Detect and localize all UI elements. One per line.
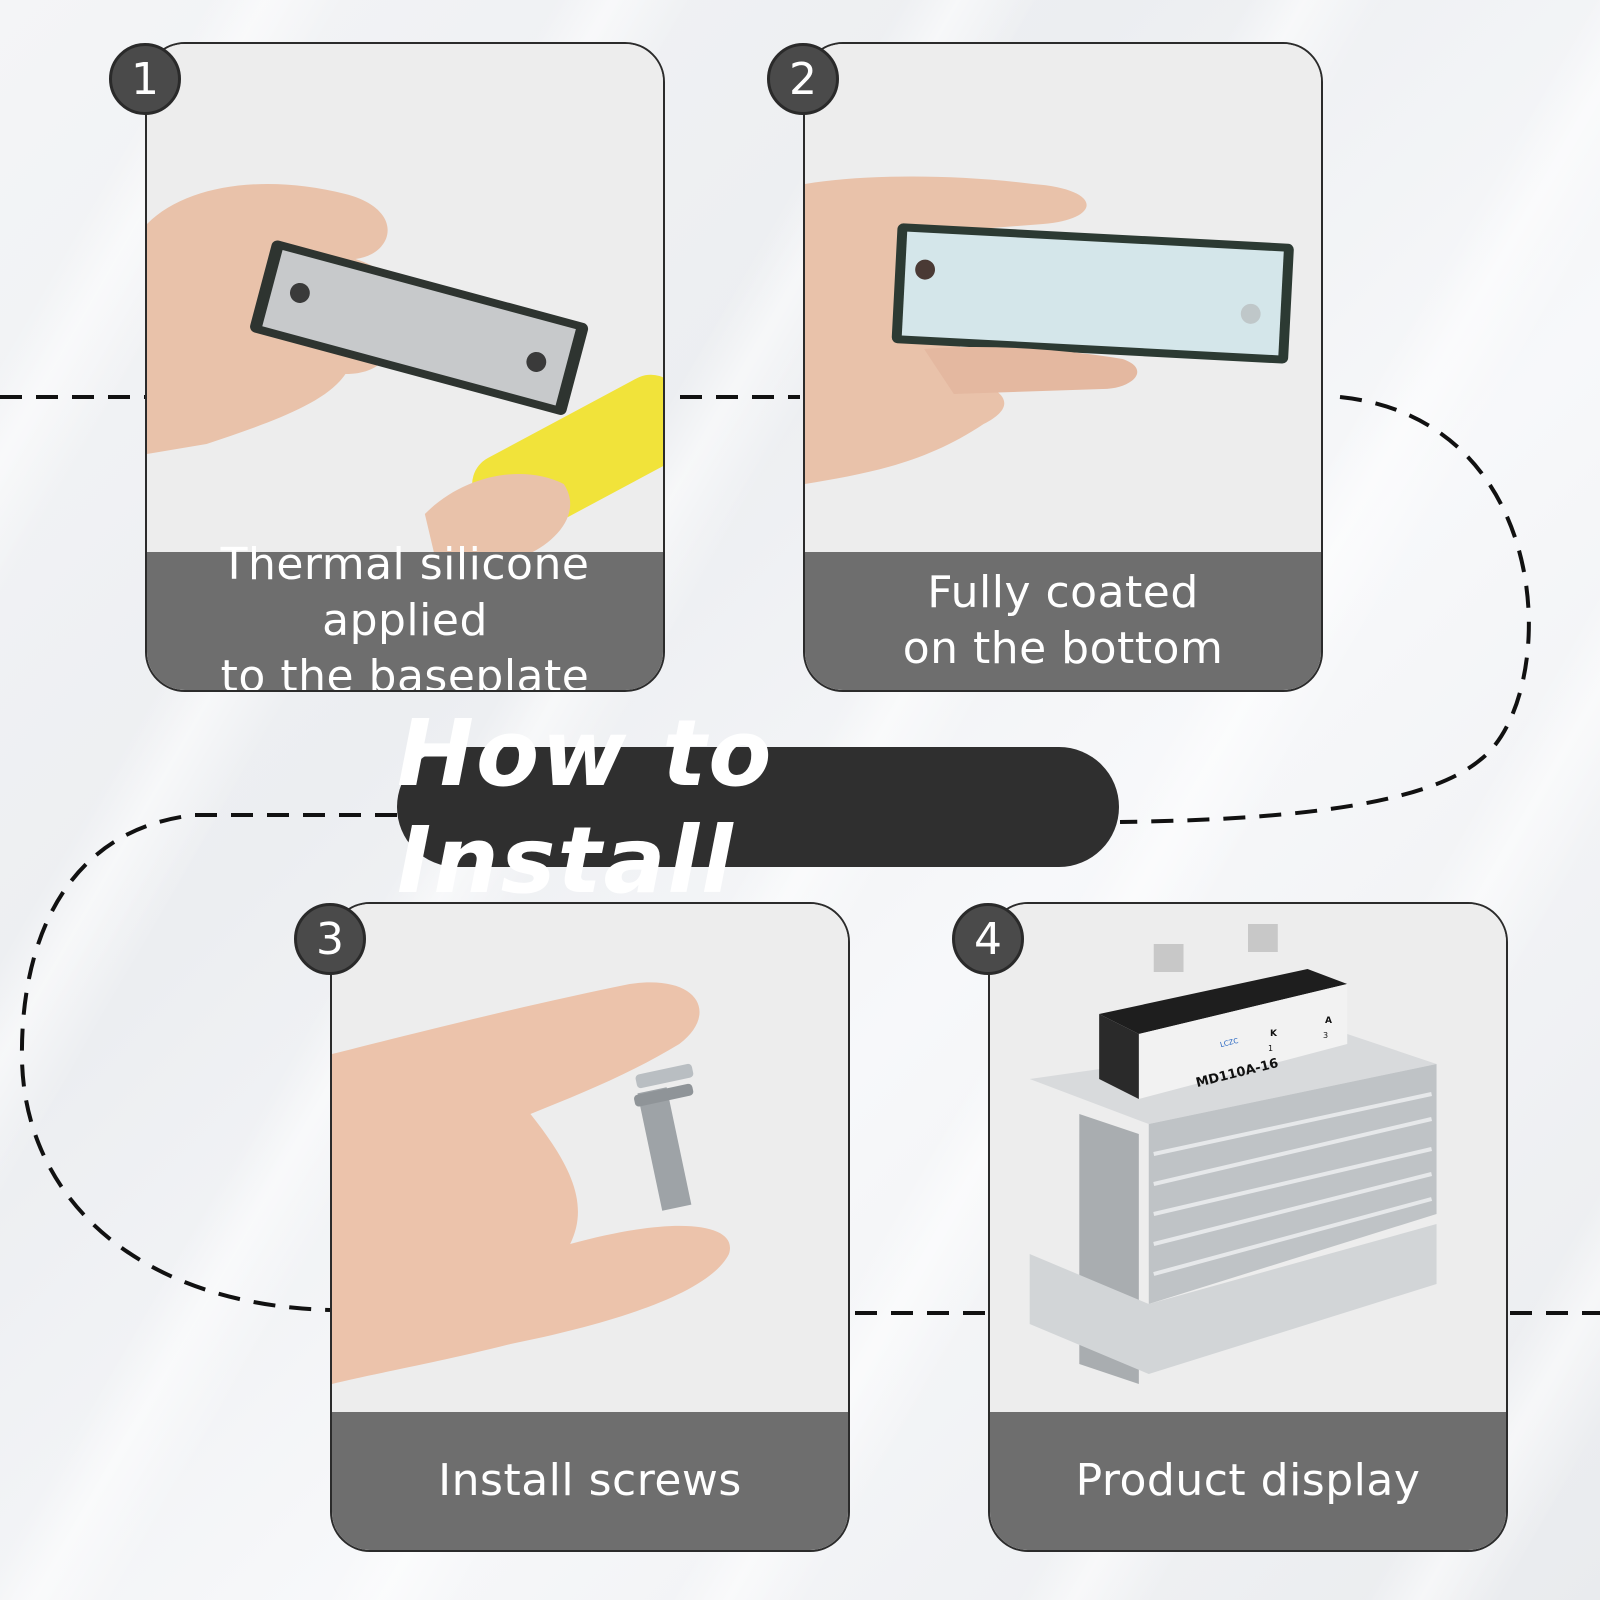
screw-icon [634, 1063, 694, 1211]
step-3-photo [332, 904, 848, 1416]
step-4-caption: Product display [990, 1412, 1506, 1550]
step-1-photo [147, 44, 663, 556]
step-2-caption: Fully coated on the bottom [805, 552, 1321, 690]
product-label-pin-1: 1 [1268, 1044, 1274, 1053]
step-4-photo [990, 904, 1506, 1416]
step-card-1: Thermal silicone applied to the baseplat… [145, 42, 665, 692]
step-2-caption-line-2: on the bottom [902, 623, 1224, 674]
product-label-k: K [1270, 1029, 1277, 1039]
step-card-2: Fully coated on the bottom [803, 42, 1323, 692]
step-4-caption-line-1: Product display [1075, 1455, 1421, 1506]
step-badge-1: 1 [109, 43, 181, 115]
step-card-3: Install screws [330, 902, 850, 1552]
step-card-4: MD110A-16 LCZC K A 1 3 Product display [988, 902, 1508, 1552]
page-title: How to Install [397, 700, 774, 914]
step-badge-3: 3 [294, 903, 366, 975]
step-1-caption: Thermal silicone applied to the baseplat… [147, 539, 663, 692]
product-label-pin-3: 3 [1323, 1031, 1329, 1040]
step-3-caption: Install screws [332, 1412, 848, 1550]
step-3-caption-line-1: Install screws [438, 1455, 742, 1506]
how-to-install-banner: How to Install [397, 700, 1119, 914]
step-badge-2: 2 [767, 43, 839, 115]
step-1-caption-line-1: Thermal silicone applied [220, 539, 590, 646]
step-2-photo [805, 44, 1321, 556]
step-1-caption-line-2: to the baseplate [220, 651, 590, 692]
product-label-a: A [1325, 1016, 1332, 1026]
step-badge-4: 4 [952, 903, 1024, 975]
step-2-caption-line-1: Fully coated [927, 567, 1199, 618]
